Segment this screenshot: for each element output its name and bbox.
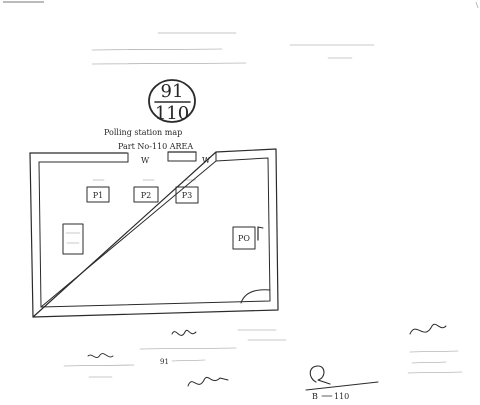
header-line-2-ink <box>91 48 223 51</box>
stamp-curl <box>309 365 331 385</box>
bottom-signature <box>187 376 229 387</box>
room-box <box>175 186 199 204</box>
po-side-mark <box>257 226 264 229</box>
right-designation-ink <box>407 371 463 374</box>
stamp-code: B <box>312 392 318 401</box>
left-facility-box <box>62 223 84 255</box>
circle-number-bottom: 110 <box>155 103 189 124</box>
center-signature <box>171 329 197 336</box>
left-box-outline <box>62 223 84 255</box>
boundary-left-outer <box>29 152 34 318</box>
polling-room: P1 <box>86 179 110 203</box>
corner-arc <box>240 289 271 304</box>
polling-room: P3 <box>175 179 199 204</box>
map-title: Polling station map <box>104 128 182 137</box>
stamp-underline <box>305 381 379 391</box>
boundary-left-inner <box>38 161 42 308</box>
center-designation-ink <box>139 347 237 350</box>
boundary-outer <box>29 148 279 318</box>
header-line-3-ink <box>91 62 247 65</box>
boundary-inner <box>38 157 271 308</box>
gate-right: W <box>195 151 217 165</box>
gate-right-label: W <box>202 156 211 165</box>
room-label: P3 <box>182 191 192 200</box>
boundary-wall <box>29 148 279 318</box>
circle-number-top: 91 <box>161 81 184 102</box>
stamp-number: 110 <box>334 392 349 401</box>
po-box-label: PO <box>238 234 250 243</box>
gate-left: W <box>127 151 169 165</box>
room-label: P1 <box>93 191 103 200</box>
po-box-outline <box>232 226 256 250</box>
right-designation-ink <box>411 361 447 364</box>
circle-outline <box>148 79 196 123</box>
polling-room: P2 <box>133 179 159 203</box>
room-label: P2 <box>141 191 151 200</box>
left-signature <box>87 353 114 358</box>
circled-number: 91 110 <box>148 79 196 124</box>
center-number: 91 <box>160 358 169 366</box>
right-signature <box>409 323 447 335</box>
map-subtitle: Part No-110 AREA <box>118 142 193 151</box>
presiding-officer-box: PO <box>232 226 264 250</box>
left-designation-ink <box>63 364 135 367</box>
room-box <box>133 186 159 203</box>
center-number-ink <box>171 359 206 362</box>
right-designation-ink <box>409 350 459 353</box>
bottom-stamp: B 110 <box>305 365 379 401</box>
room-box <box>86 186 110 203</box>
gate-left-label: W <box>141 156 150 165</box>
scan-edge-mark <box>475 1 479 9</box>
